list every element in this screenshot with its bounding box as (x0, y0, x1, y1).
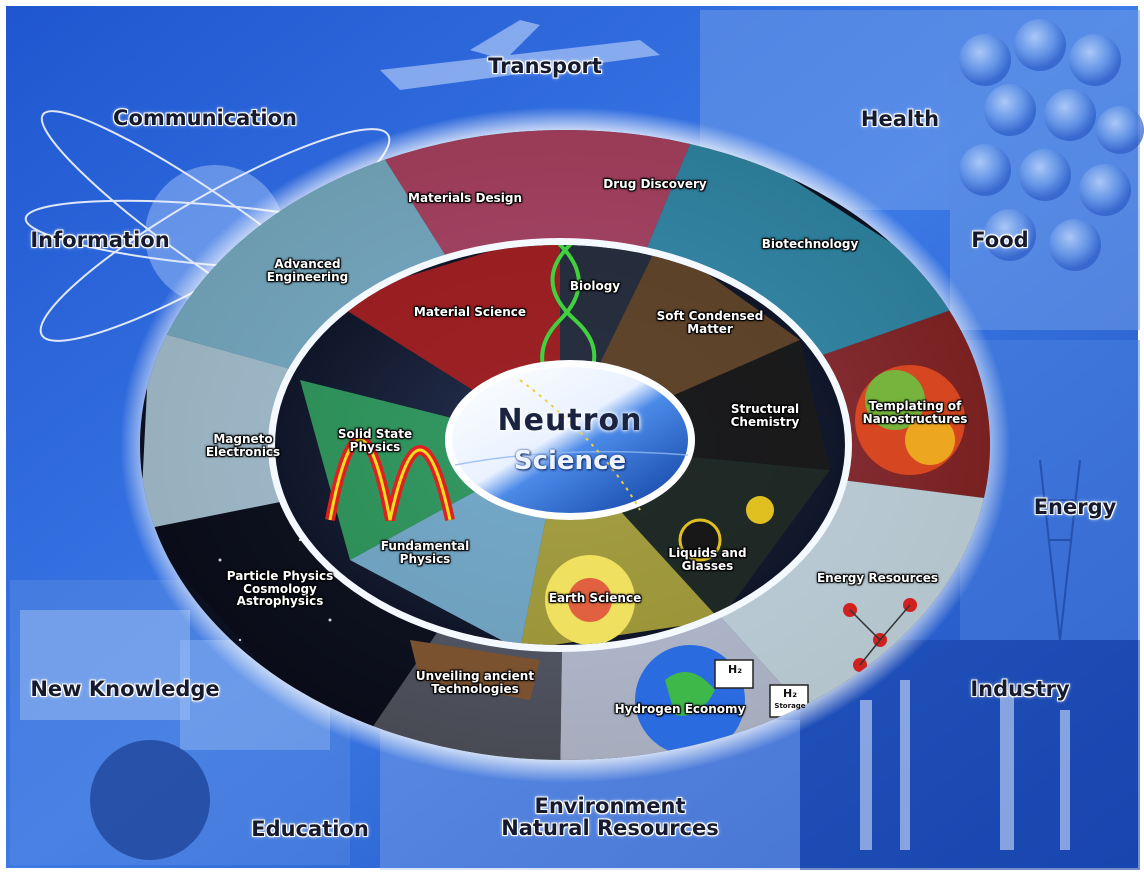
inner-label-material-science: Material Science (413, 305, 527, 319)
inner-label-structural-chemistry: Structural Chemistry (730, 402, 800, 429)
outer-label-energy: Energy (1033, 495, 1117, 519)
inner-label-liquids-and-glasses: Liquids and Glasses (668, 546, 747, 573)
outer-label-new-knowledge: New Knowledge (30, 677, 220, 701)
inner-label-solid-state-physics: Solid State Physics (337, 427, 413, 454)
mid-label-particle-physics: Particle Physics Cosmology Astrophysics (226, 569, 334, 609)
inner-label-biology: Biology (569, 279, 621, 293)
outer-label-communication: Communication (113, 106, 297, 130)
outer-label-education: Education (251, 817, 369, 841)
mid-label-drug-discovery: Drug Discovery (603, 177, 707, 191)
mid-label-hydrogen-economy: Hydrogen Economy (614, 702, 746, 716)
center-subtitle: Science (513, 446, 627, 476)
mid-label-advanced-engineering: Advanced Engineering (266, 257, 349, 284)
outer-label-industry: Industry (970, 677, 1070, 701)
inner-label-fundamental-physics: Fundamental Physics (380, 539, 470, 566)
outer-label-information: Information (30, 228, 170, 252)
mid-label-magneto-electronics: Magneto Electronics (205, 432, 281, 459)
outer-label-health: Health (860, 107, 940, 131)
h2-top-label: H₂ (727, 663, 743, 676)
mid-label-biotechnology: Biotechnology (761, 237, 859, 251)
outer-label-environment: Environment Natural Resources (501, 794, 719, 841)
mid-label-energy-resources: Energy Resources (816, 571, 938, 585)
outer-label-transport: Transport (488, 54, 602, 78)
storage-label: Storage (774, 702, 806, 710)
mid-label-unveiling: Unveiling ancient Technologies (415, 669, 535, 696)
center-title: Neutron (497, 403, 643, 438)
mid-label-templating: Templating of Nanostructures (862, 399, 968, 426)
inner-label-earth-science: Earth Science (548, 591, 642, 605)
h2-storage-label: H₂ (782, 687, 798, 700)
mid-label-materials-design: Materials Design (408, 191, 522, 205)
inner-label-soft-condensed-matter: Soft Condensed Matter (656, 309, 764, 336)
outer-label-food: Food (971, 228, 1029, 252)
